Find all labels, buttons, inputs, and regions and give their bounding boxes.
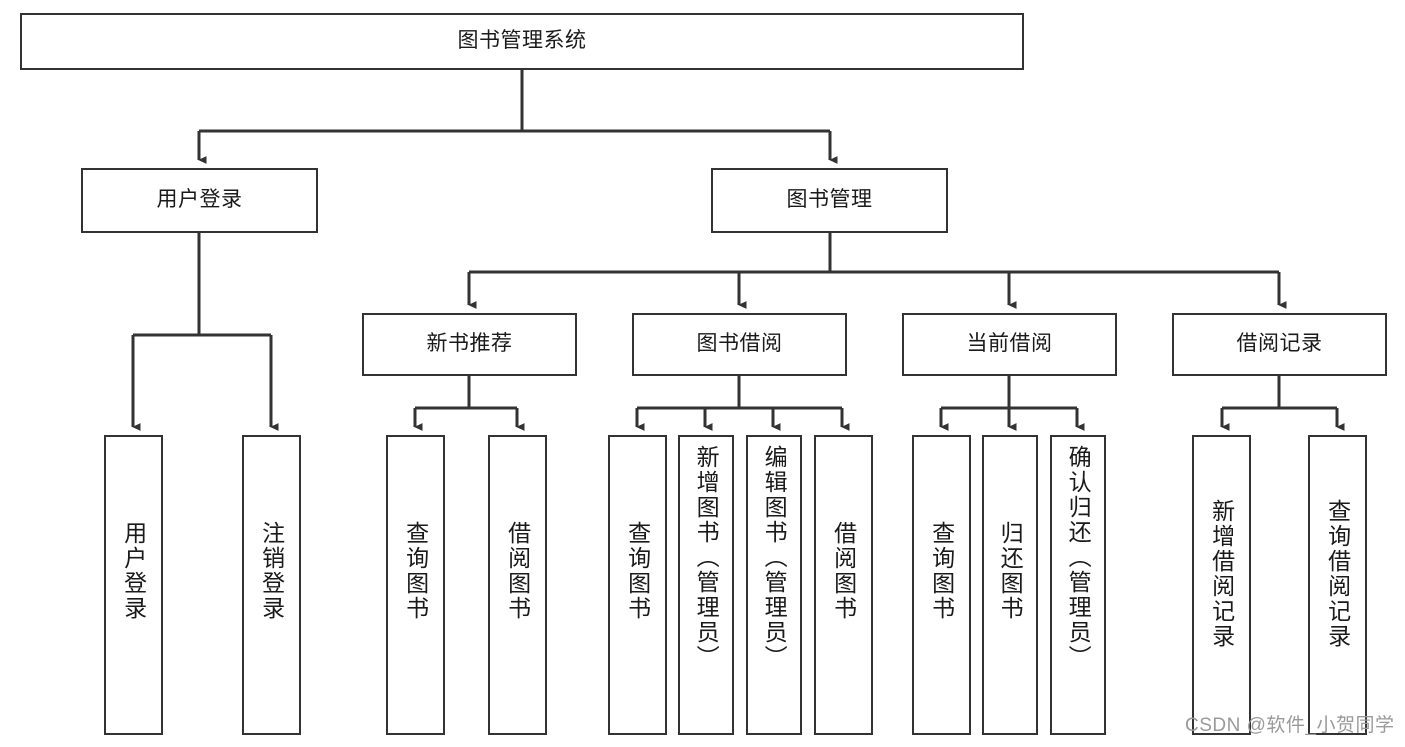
leaf-user-login-logout[interactable]: 注销登录 xyxy=(242,435,301,735)
leaf-user-login-login[interactable]: 用户登录 xyxy=(104,435,163,735)
node-label: 图书管理系统 xyxy=(457,29,587,53)
node-label: 借阅图书 xyxy=(504,521,531,621)
node-label: 查询借阅记录 xyxy=(1324,499,1351,649)
leaf-book-borrow-add-admin[interactable]: 新增图书（管理员） xyxy=(678,435,734,735)
leaf-book-borrow-query[interactable]: 查询图书 xyxy=(608,435,667,735)
node-book-management[interactable]: 图书管理 xyxy=(711,168,948,233)
node-label: 借阅记录 xyxy=(1236,332,1323,356)
node-label: 新增图书（管理员） xyxy=(693,445,720,670)
node-label: 查询图书 xyxy=(624,521,651,621)
node-label: 注销登录 xyxy=(258,521,285,621)
leaf-new-book-borrow[interactable]: 借阅图书 xyxy=(488,435,547,735)
node-label: 查询图书 xyxy=(402,521,429,621)
node-label: 图书借阅 xyxy=(696,332,783,356)
node-book-borrow[interactable]: 图书借阅 xyxy=(632,313,847,376)
node-current-borrow[interactable]: 当前借阅 xyxy=(902,313,1117,376)
csdn-watermark: CSDN @软件_小贺同学 xyxy=(1185,715,1395,736)
node-label: 确认归还（管理员） xyxy=(1065,445,1092,670)
leaf-book-borrow-borrow[interactable]: 借阅图书 xyxy=(814,435,873,735)
node-label: 用户登录 xyxy=(120,521,147,621)
node-label: 用户登录 xyxy=(156,188,243,212)
leaf-current-borrow-confirm-admin[interactable]: 确认归还（管理员） xyxy=(1050,435,1106,735)
node-borrow-records[interactable]: 借阅记录 xyxy=(1172,313,1387,376)
node-label: 新增借阅记录 xyxy=(1208,499,1235,649)
leaf-current-borrow-query[interactable]: 查询图书 xyxy=(912,435,971,735)
node-label: 新书推荐 xyxy=(426,332,513,356)
leaf-new-book-query[interactable]: 查询图书 xyxy=(386,435,445,735)
node-label: 归还图书 xyxy=(997,521,1024,621)
leaf-borrow-records-add[interactable]: 新增借阅记录 xyxy=(1192,435,1251,735)
node-label: 编辑图书（管理员） xyxy=(761,445,788,670)
node-label: 查询图书 xyxy=(928,521,955,621)
node-label: 当前借阅 xyxy=(966,332,1053,356)
node-label: 借阅图书 xyxy=(830,521,857,621)
node-root-system[interactable]: 图书管理系统 xyxy=(20,13,1024,70)
leaf-current-borrow-return[interactable]: 归还图书 xyxy=(982,435,1038,735)
node-user-login[interactable]: 用户登录 xyxy=(81,168,318,233)
node-label: 图书管理 xyxy=(786,188,873,212)
leaf-borrow-records-query[interactable]: 查询借阅记录 xyxy=(1308,435,1367,735)
leaf-book-borrow-edit-admin[interactable]: 编辑图书（管理员） xyxy=(746,435,802,735)
node-new-book-recommend[interactable]: 新书推荐 xyxy=(362,313,577,376)
